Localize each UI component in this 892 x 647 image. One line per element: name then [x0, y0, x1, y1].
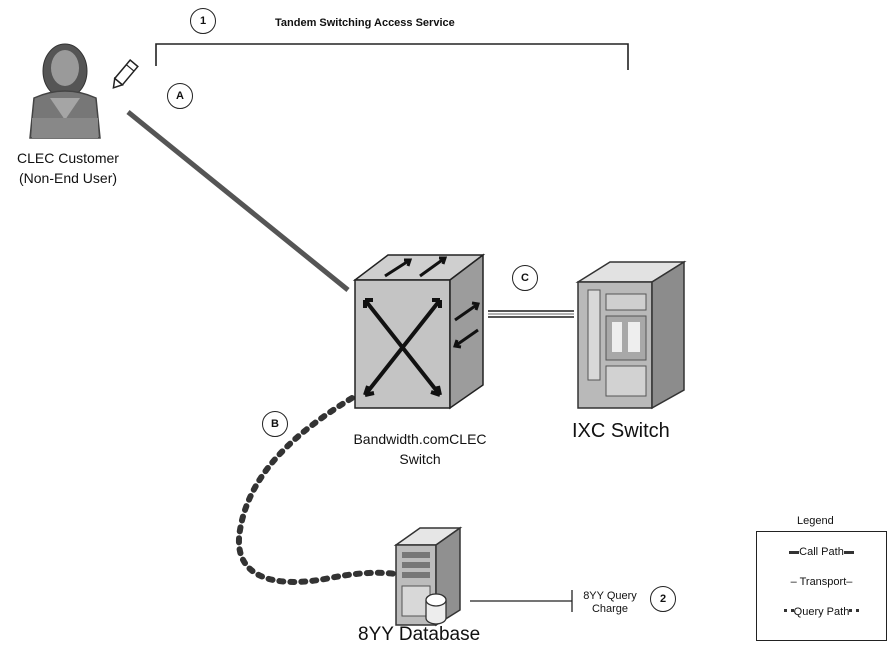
charge-label-line2: Charge	[591, 603, 629, 615]
marker-a: A	[167, 83, 193, 109]
service-bracket	[155, 43, 629, 70]
call-path-a	[126, 110, 350, 292]
switch-cube-icon	[352, 253, 486, 410]
legend-title: Legend	[797, 515, 834, 527]
legend-call-path: Call Path	[757, 546, 886, 558]
person-icon	[29, 43, 101, 139]
transport-swatch-left: –	[790, 576, 800, 588]
ixc-switch-label: IXC Switch	[572, 420, 670, 442]
legend-call-path-label: Call Path	[799, 546, 844, 558]
clec-switch-label-line2: Switch	[399, 451, 441, 467]
customer-label-line1: CLEC Customer	[17, 150, 119, 166]
legend-transport-label: Transport	[799, 576, 847, 588]
legend-transport: – Transport–	[757, 576, 886, 588]
legend-query-path-label: Query Path	[793, 606, 850, 618]
charge-label: 8YY Query Charge	[574, 590, 646, 616]
legend-box: Call Path – Transport– Query Path	[756, 531, 887, 641]
call-path-swatch-left	[789, 550, 800, 554]
customer-label-line2: (Non-End User)	[18, 170, 118, 186]
marker-c: C	[512, 265, 538, 291]
legend-query-path: Query Path	[757, 606, 886, 618]
query-path-swatch-right	[849, 609, 860, 615]
marker-1: 1	[190, 8, 216, 34]
server-tower-icon	[575, 260, 687, 410]
query-path-b	[235, 395, 399, 585]
clec-switch-label-line1: Bandwidth.comCLEC	[353, 431, 487, 447]
pencil-icon	[112, 59, 139, 89]
call-path-swatch-right	[843, 550, 854, 554]
database-server-icon	[393, 526, 463, 627]
query-path-swatch-left	[783, 609, 794, 615]
database-label: 8YY Database	[358, 624, 481, 645]
customer-label: CLEC Customer (Non-End User)	[8, 148, 128, 188]
clec-switch-label: Bandwidth.comCLEC Switch	[335, 429, 505, 469]
charge-label-line1: 8YY Query	[583, 590, 637, 602]
marker-b: B	[262, 411, 288, 437]
transport-swatch-right: –	[846, 576, 853, 588]
diagram-title: Tandem Switching Access Service	[275, 17, 455, 29]
marker-2: 2	[650, 586, 676, 612]
